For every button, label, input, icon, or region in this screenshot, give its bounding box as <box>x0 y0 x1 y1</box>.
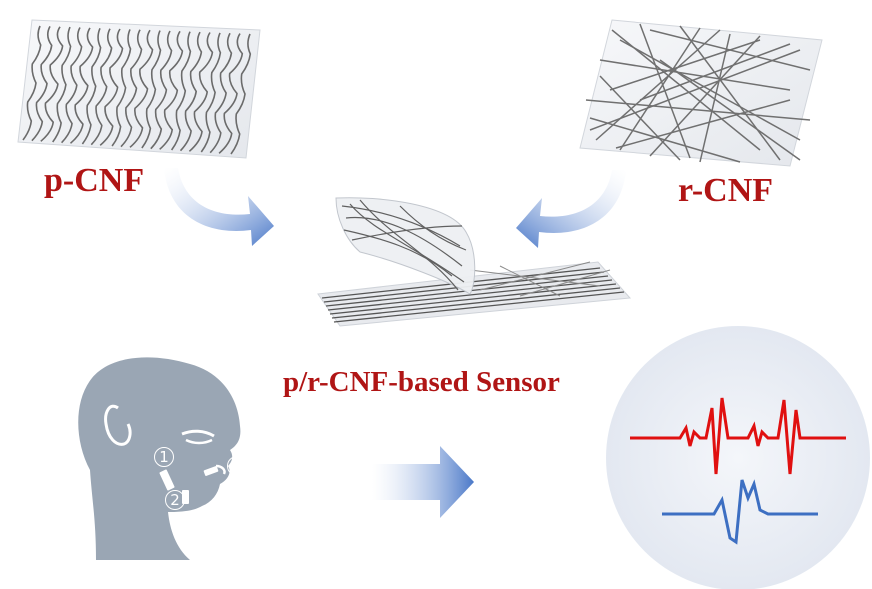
parallel-fiber <box>81 27 102 145</box>
parallel-fiber <box>120 29 143 148</box>
r-cnf-label: r-CNF <box>678 172 774 209</box>
parallel-fiber <box>188 32 214 152</box>
parallel-fiber <box>31 26 53 142</box>
parallel-fiber <box>111 29 132 147</box>
parallel-fiber <box>61 27 83 144</box>
sensor-top-random-fibers <box>469 261 611 297</box>
position-marker-2: 2 <box>165 490 185 510</box>
parallel-fiber <box>22 25 42 141</box>
arrow-right-curved <box>516 170 626 248</box>
r-cnf-sheet <box>579 19 823 167</box>
parallel-fiber <box>99 28 124 146</box>
parallel-fiber <box>69 27 94 144</box>
parallel-fiber <box>90 28 113 146</box>
position-marker-3: 3 <box>227 456 247 476</box>
parallel-fibers <box>22 25 252 155</box>
parallel-fiber <box>179 31 203 152</box>
p-cnf-sheet <box>17 19 261 159</box>
parallel-fiber <box>40 26 64 142</box>
position-marker-1: 1 <box>154 447 174 467</box>
p-cnf-label: p-CNF <box>44 162 145 199</box>
red-signal-waveform <box>630 397 846 475</box>
parallel-fiber <box>170 31 192 151</box>
parallel-fiber <box>150 30 173 150</box>
parallel-fiber <box>209 32 233 154</box>
parallel-fiber <box>218 33 244 154</box>
blue-signal-waveform <box>662 479 818 545</box>
signal-waveform-panel <box>606 326 870 589</box>
parallel-fiber <box>129 29 154 148</box>
random-fibers <box>585 23 811 163</box>
blue-gradient-arrow-icon <box>372 446 474 518</box>
arrow-left-curved <box>164 168 274 246</box>
parallel-fiber <box>141 30 162 149</box>
parallel-fiber <box>230 33 252 155</box>
parallel-fiber <box>200 32 222 153</box>
sensor-label: p/r-CNF-based Sensor <box>283 366 560 398</box>
parallel-fiber <box>52 26 72 143</box>
parallel-fiber <box>159 30 184 150</box>
sensor-peeled-fibers <box>341 199 467 291</box>
bilayer-sensor <box>317 197 632 327</box>
